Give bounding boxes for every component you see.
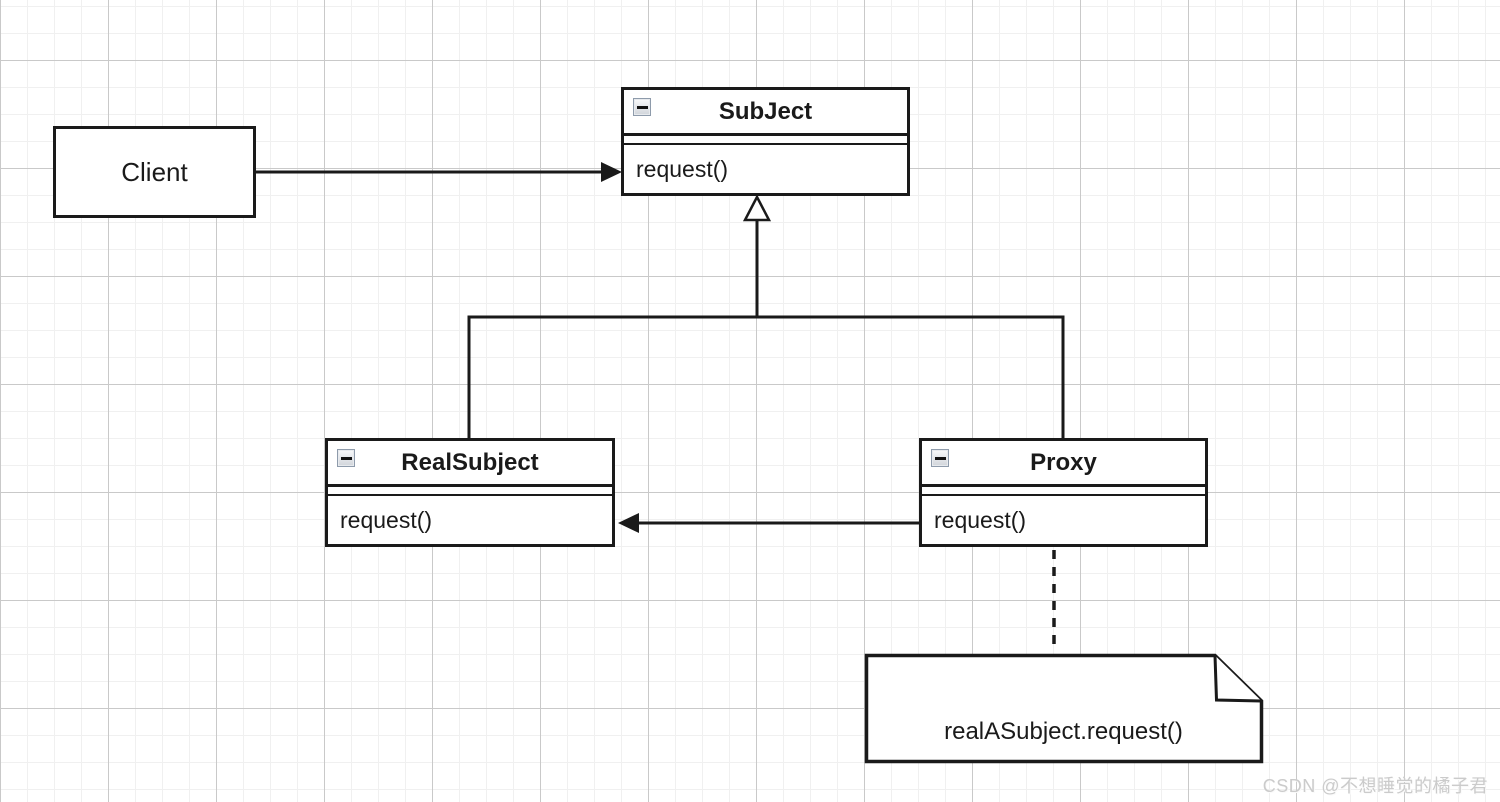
- note-label: realASubject.request(): [865, 707, 1262, 757]
- realsubject-method-label: request(): [340, 506, 433, 533]
- csdn-watermark: CSDN @不想睡觉的橘子君: [1263, 772, 1488, 798]
- proxy-title-bar: Proxy: [922, 441, 1205, 487]
- proxy-method-label: request(): [934, 506, 1027, 533]
- hollow-triangle-arrowhead-icon: [742, 194, 772, 222]
- note-shape: [864, 653, 1264, 764]
- filled-arrowhead-icon: [601, 162, 622, 182]
- filled-arrowhead-icon: [618, 513, 639, 533]
- client-label: Client: [121, 156, 188, 187]
- proxy-attributes-section: [922, 487, 1205, 496]
- collapse-minus-icon: [931, 449, 949, 467]
- node-realsubject: RealSubject request(): [325, 438, 615, 547]
- realsubject-methods-section: request(): [328, 496, 612, 544]
- collapse-minus-icon: [337, 449, 355, 467]
- edge-generalization-to-subject: [467, 194, 1065, 438]
- minus-glyph: [636, 105, 648, 109]
- note-text-content: realASubject.request(): [944, 718, 1183, 745]
- node-subject: SubJect request(): [621, 87, 910, 196]
- subject-method-label: request(): [636, 155, 729, 182]
- subject-title-bar: SubJect: [624, 90, 907, 136]
- watermark-text: CSDN @不想睡觉的橘子君: [1262, 776, 1488, 796]
- proxy-methods-section: request(): [922, 496, 1205, 544]
- subject-attributes-section: [624, 136, 907, 145]
- collapse-minus-icon: [633, 98, 651, 116]
- subject-methods-section: request(): [624, 145, 907, 193]
- edge-proxy-to-realsubject: [618, 513, 919, 533]
- minus-glyph: [934, 456, 946, 460]
- realsubject-attributes-section: [328, 487, 612, 496]
- subject-title: SubJect: [718, 97, 813, 125]
- node-client: Client: [53, 126, 256, 218]
- minus-glyph: [340, 456, 352, 460]
- note-fold-icon: [1213, 655, 1262, 703]
- node-proxy: Proxy request(): [919, 438, 1208, 547]
- realsubject-title: RealSubject: [401, 448, 539, 476]
- realsubject-title-bar: RealSubject: [328, 441, 612, 487]
- edge-client-to-subject: [256, 162, 622, 182]
- proxy-title: Proxy: [1030, 448, 1097, 476]
